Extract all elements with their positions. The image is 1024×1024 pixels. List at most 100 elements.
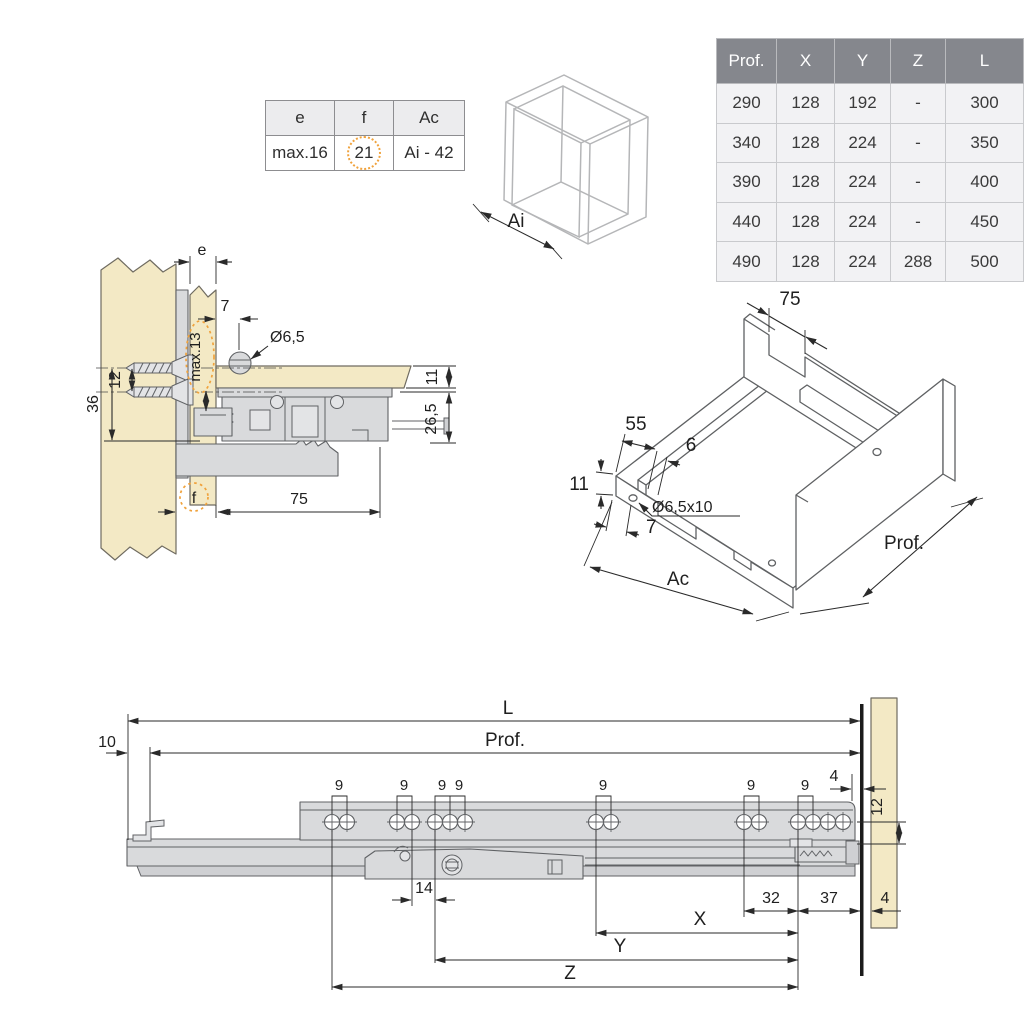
dim-6: 6 [686,435,697,456]
dim-11-3d: 11 [569,474,589,495]
mounting-bracket-foot [175,438,339,477]
housing-screw-inner [445,858,459,872]
cell: 288 [890,241,946,282]
dim-ac: Ac [667,569,689,590]
front-hook-arm [193,407,233,437]
front-screw-head [228,351,252,375]
dim-e: e [198,242,207,259]
dim-12-slide: 12 [869,798,886,816]
spec-col-l: L [945,38,1024,84]
slide-dimensions: L Prof. 10 9 9 9 9 9 9 9 14 32 37 [98,698,906,991]
front-hole-2 [767,559,777,567]
cell: 224 [834,241,891,282]
latch-block [291,405,319,438]
front-panel-edge [942,378,956,482]
dim-y: Y [614,936,627,957]
soft-close-housing [364,848,584,880]
cell: 290 [716,83,777,124]
cell: 300 [945,83,1024,124]
dim-f: f [192,490,197,507]
cabinet-side-panel [100,257,177,561]
cell: 440 [716,201,777,243]
spec-col-y: Y [834,38,891,84]
dim-9a: 9 [335,777,343,794]
spec-col-prof: Prof. [716,38,777,84]
box-edges [505,101,649,245]
cell: 128 [776,83,835,124]
cell: 128 [776,162,835,203]
mini-col-e: e [265,100,335,136]
mini-val-f: 21 [334,135,394,171]
cell: 390 [716,162,777,203]
cabinet-rail [299,801,856,841]
rod-cap [443,417,450,435]
box-outline [503,74,649,245]
housing-hook-line [393,845,409,853]
front-hole [628,494,638,502]
mini-col-ac: Ac [393,100,465,136]
mini-value-row: max.16 21 Ai - 42 [265,135,465,171]
roller [270,395,284,409]
dim-prof-3d: Prof. [884,533,924,554]
dim-11: 11 [424,369,441,386]
dim-37: 37 [820,890,838,907]
latch-cap [845,840,860,865]
cell: 192 [834,83,891,124]
screw-slot [230,359,250,367]
drawer3d-dimensions: 75 55 6 11 Ø6,5x10 7 [569,289,984,622]
cell: 350 [945,122,1024,164]
roller [330,395,344,409]
fixing-screws [96,354,282,406]
cell: - [890,201,946,243]
ai-dimension-line [480,211,555,250]
spec-col-z: Z [890,38,946,84]
slide-mechanism-section [193,351,450,442]
cabinet-front-line [860,704,864,976]
dim-55: 55 [625,414,646,435]
slide-flange [217,387,393,398]
housing-bracket [547,859,563,875]
mini-val-ac: Ai - 42 [393,135,465,171]
dim-9g: 9 [801,777,809,794]
dim-max13: max.13 [187,332,204,381]
dim-diameter: Ø6,5 [270,329,305,346]
mini-header-row: e f Ac [265,100,465,136]
dim-36: 36 [85,395,102,413]
dim-7-3d: 7 [646,517,657,538]
dim-x: X [694,909,707,930]
cell: 224 [834,201,891,243]
cell: 224 [834,162,891,203]
front-panel-top-edge [795,494,809,503]
cell: 340 [716,122,777,164]
cabinet-box-drawing: Ai [472,74,649,260]
spec-header-row: Prof. X Y Z L [716,38,1024,84]
mini-val-e: max.16 [265,135,335,171]
dim-32: 32 [762,890,780,907]
rear-hook [132,819,165,842]
dim-12: 12 [107,371,124,389]
spec-row: 340 128 224 - 350 [716,122,1024,164]
drawer-front-side [870,697,898,929]
ai-ext-right [545,240,563,260]
screw [125,378,194,406]
cell: - [890,83,946,124]
screw [125,354,194,382]
cross-section-drawing: e 7 Ø6,5 max.13 12 36 11 [85,242,456,561]
cell: 224 [834,122,891,164]
cell: 128 [776,122,835,164]
cell: 450 [945,201,1024,243]
cell: 128 [776,201,835,243]
housing-screw-slot [445,861,459,869]
spec-row: 390 128 224 - 400 [716,162,1024,203]
dim-4-bottom: 4 [881,890,890,907]
ai-label: Ai [508,211,525,232]
cell: - [890,122,946,164]
panel-hole [872,447,882,457]
cell: - [890,162,946,203]
dim-9d: 9 [455,777,463,794]
housing-screw [441,854,463,876]
cell: 490 [716,241,777,282]
dim-9c: 9 [438,777,446,794]
spec-row: 490 128 224 288 500 [716,241,1024,282]
